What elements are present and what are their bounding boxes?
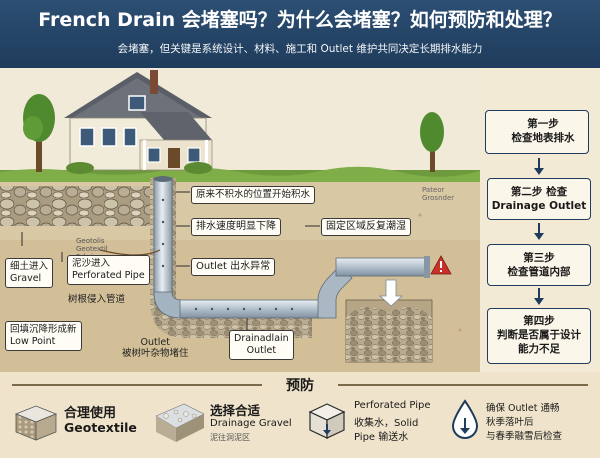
geotextile-icon	[14, 405, 58, 441]
step-4: 第四步 判断是否属于设计 能力不足	[487, 308, 591, 364]
page-title: French Drain 会堵塞吗？为什么会堵塞？如何预防和处理？	[38, 9, 562, 31]
prevention-item: Perforated Pipe 收集水，Solid Pipe 输送水	[304, 396, 444, 452]
prevention-item-line1: 选择合适	[210, 403, 261, 418]
divider	[338, 384, 588, 386]
label-outlet-blocked: Outlet 被树叶杂物堵住	[122, 337, 189, 359]
prevention-item-line1: Perforated Pipe	[354, 400, 431, 411]
house-illustration	[64, 70, 213, 174]
arrow-down-icon	[534, 158, 544, 175]
prevention-item-line2: Drainage Gravel	[210, 418, 292, 429]
gravel-icon	[155, 403, 205, 442]
prevention-item-line3: 泥往洞泥区	[210, 433, 250, 442]
label-slow-drain: 排水速度明显下降	[191, 218, 281, 236]
prevention-item: 确保 Outlet 通畅 秋季落叶后 与春季融雪后检查	[450, 396, 595, 452]
prevention-item-line2: 收集水，Solid	[354, 418, 419, 429]
label-drain-outlet: Drainadlain Outlet	[229, 330, 294, 360]
prevention-panel	[0, 372, 600, 458]
page-subtitle: 会堵塞，但关键是系统设计、材料、施工和 Outlet 维护共同决定长期排水能力	[117, 43, 483, 55]
label-outlet-abnormal: Outlet 出水异常	[191, 258, 276, 276]
step-3: 第三步 检查管道内部	[487, 244, 591, 286]
pipe-box-icon	[308, 403, 346, 439]
prevention-item-line3: 与春季融雪后检查	[486, 431, 563, 442]
sign-note: Pateor Grosnder	[422, 186, 455, 202]
water-drop-icon	[451, 399, 479, 439]
prevention-heading: 预防	[286, 378, 314, 394]
warning-icon	[430, 255, 452, 275]
prevention-item-line1: 合理使用	[64, 406, 117, 421]
label-silt-pipe: 泥沙进入 Perforated Pipe	[67, 255, 150, 285]
label-top-water: 原来不积水的位置开始积水	[191, 186, 316, 204]
prevention-item-line2: 秋季落叶后	[486, 417, 534, 428]
label-fine-soil: 细土进入 Gravel	[5, 258, 54, 288]
prevention-item: 选择合适 Drainage Gravel 泥往洞泥区	[154, 396, 300, 452]
divider	[12, 384, 262, 386]
label-low-point: 回填沉降形成新 Low Point	[5, 321, 82, 351]
header-banner: French Drain 会堵塞吗？为什么会堵塞？如何预防和处理？ 会堵塞，但关…	[0, 0, 600, 68]
prevention-item-line2: Geotextile	[64, 420, 137, 435]
arrow-down-icon	[534, 288, 544, 305]
arrow-down-icon	[534, 223, 544, 240]
label-fixed-wet: 固定区域反复潮湿	[321, 218, 411, 236]
label-roots: 树根侵入管道	[68, 294, 126, 305]
prevention-item: 合理使用 Geotextile	[10, 396, 150, 452]
step-2: 第二步 检查 Drainage Outlet	[487, 178, 591, 220]
step-1: 第一步 检查地表排水	[485, 110, 589, 154]
prevention-item-line3: Pipe 输送水	[354, 432, 409, 443]
prevention-item-line1: 确保 Outlet 通畅	[486, 403, 560, 414]
